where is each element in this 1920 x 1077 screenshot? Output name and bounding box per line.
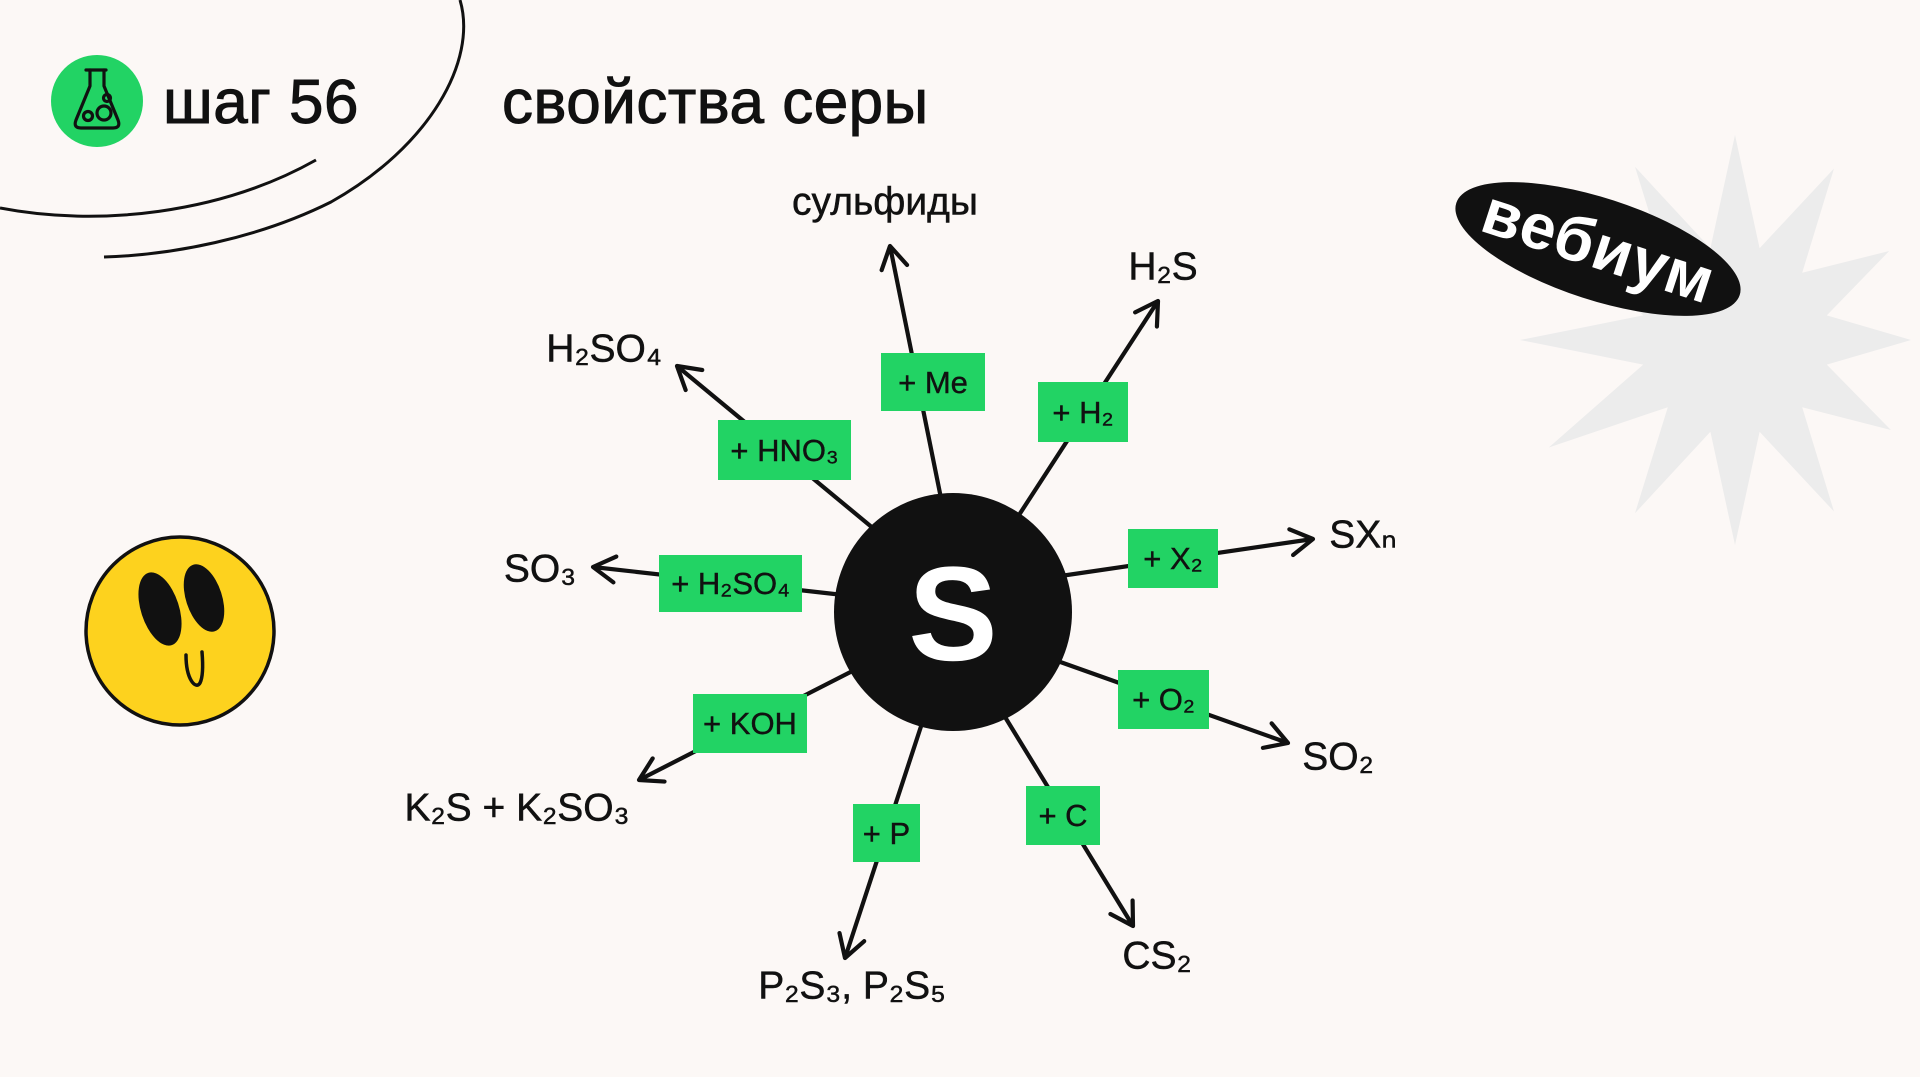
smiley-left-eye: [138, 572, 182, 646]
reagent-label-sulfuric-acid: + H₂SO₄: [659, 555, 802, 612]
product-label-sulfur-dioxide: SO₂: [1302, 735, 1374, 779]
smiley-mouth: [184, 650, 205, 687]
product-label-carbon-disulfide: CS₂: [1122, 934, 1192, 978]
sulfur-node-label: S: [908, 540, 997, 689]
smiley-face-icon: [84, 535, 276, 727]
decorative-curve-large: [103, 0, 466, 259]
product-label-sulfur-trioxide: SO₃: [503, 547, 577, 591]
product-label-sulfides: сульфиды: [792, 180, 978, 224]
product-label-phosphorus-sulfides: P₂S₃, P₂S₅: [758, 964, 946, 1008]
reagent-label-oxygen: + O₂: [1118, 670, 1209, 729]
reagent-label-metal: + Me: [881, 353, 985, 411]
page-title: свойства серы: [502, 68, 929, 137]
product-label-hydrogen-sulfide: H₂S: [1128, 245, 1198, 289]
reagent-label-carbon: + C: [1026, 786, 1100, 845]
reagent-label-nitric-acid: + HNO₃: [718, 420, 851, 480]
decorative-curve-small: [0, 158, 317, 218]
smiley-right-eye: [183, 564, 225, 632]
sulfur-node-circle: [834, 493, 1072, 731]
brand-logo-background: [1455, 182, 1741, 316]
step-icon-badge: [51, 55, 143, 147]
reagent-label-koh: + KOH: [693, 694, 807, 753]
reagent-label-phosphorus: + P: [853, 804, 920, 862]
reagent-label-hydrogen: + H₂: [1038, 382, 1128, 442]
sulfur-node: S: [834, 493, 1072, 731]
step-label: шаг 56: [162, 68, 360, 137]
product-label-potassium-salts: K₂S + K₂SO₃: [404, 786, 630, 830]
product-label-sulfur-halide: SXₙ: [1329, 513, 1397, 557]
flask-icon: [73, 68, 121, 130]
reagent-label-halogen: + X₂: [1128, 529, 1218, 588]
starburst-shape: [1520, 135, 1911, 545]
product-label-sulfuric-acid: H₂SO₄: [546, 327, 662, 371]
